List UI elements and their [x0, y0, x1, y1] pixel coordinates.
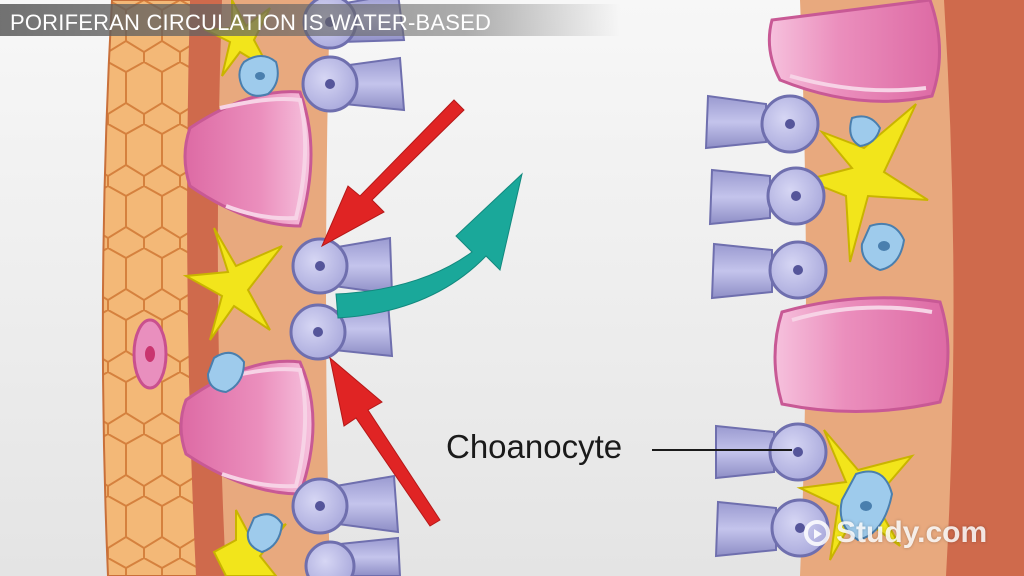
- amoebocyte-right-2: [860, 222, 906, 272]
- choanocyte-right-1: [704, 94, 820, 154]
- choanocyte-left-5: [291, 474, 400, 535]
- porocyte-nucleus: [132, 318, 168, 390]
- amoebocyte-right-1: [849, 115, 882, 148]
- study-watermark: Study.com: [804, 516, 987, 550]
- spicule-right-1: [802, 103, 929, 263]
- choanocyte-left-2: [301, 55, 406, 113]
- outer-wall-band-right: [932, 0, 1024, 576]
- porocyte-left-2: [179, 359, 315, 496]
- choanocyte-left-6: [304, 536, 402, 576]
- choanocyte-left-3: [291, 236, 394, 296]
- play-logo-icon: [804, 520, 830, 546]
- title-bar: PORIFERAN CIRCULATION IS WATER-BASED: [0, 4, 620, 36]
- slide-title: PORIFERAN CIRCULATION IS WATER-BASED: [10, 10, 492, 35]
- left-sponge-wall: [101, 0, 406, 576]
- watermark-text: Study.com: [836, 516, 988, 549]
- porocyte-right-2: [773, 296, 950, 414]
- choanocyte-right-4: [715, 422, 828, 482]
- choanocyte-right-2: [708, 166, 826, 226]
- amoebocyte-right-3: [839, 470, 894, 542]
- choanocyte-right-3: [710, 240, 828, 300]
- inflow-arrow-upper: [320, 99, 465, 248]
- amoebocyte-left-1: [238, 55, 279, 97]
- porocyte-left-1: [183, 90, 313, 228]
- amoebocyte-left-3: [246, 513, 284, 554]
- inflow-arrow-lower: [329, 356, 441, 527]
- outflow-arrow: [335, 172, 523, 319]
- choanocyte-label: Choanocyte: [446, 428, 623, 465]
- right-sponge-wall: [704, 0, 1024, 576]
- porocyte-right-1: [767, 0, 941, 103]
- amoebocyte-left-2: [206, 351, 246, 394]
- spicule-left-1: [182, 227, 283, 341]
